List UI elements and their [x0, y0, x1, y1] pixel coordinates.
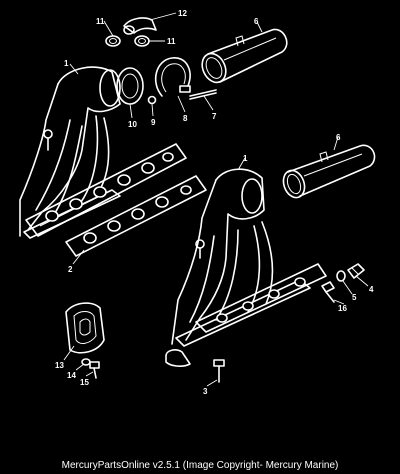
hose-elbow-part-12 — [123, 17, 157, 35]
callout-15: 15 — [80, 378, 89, 387]
exhaust-manifold-part-1-upper — [19, 66, 121, 239]
exhaust-manifold-part-1-lower — [165, 168, 327, 367]
callout-8: 8 — [183, 114, 188, 123]
callout-11-right: 11 — [167, 37, 176, 46]
leader-lines — [63, 12, 369, 387]
callout-13: 13 — [55, 361, 64, 370]
fitting-part-16 — [321, 281, 335, 303]
callout-3: 3 — [203, 387, 208, 396]
bolt-part-7 — [189, 89, 217, 100]
callout-6-lower: 6 — [336, 133, 341, 142]
gasket-ring-part-10 — [116, 67, 144, 105]
exhaust-tube-part-6-upper — [201, 28, 288, 84]
exploded-parts-diagram: 11 12 11 6 1 10 9 8 7 6 1 2 4 5 16 13 14… — [19, 9, 376, 396]
callout-6-upper: 6 — [254, 17, 259, 26]
callout-9: 9 — [151, 118, 156, 127]
cover-plate-part-13 — [65, 302, 105, 354]
plug-part-4 — [347, 263, 365, 279]
callout-1-upper: 1 — [64, 59, 69, 68]
flange-gasket-upper — [25, 143, 187, 237]
gasket-part-2 — [65, 175, 207, 257]
callout-14: 14 — [67, 371, 76, 380]
callout-16: 16 — [338, 304, 347, 313]
bolt-part-15 — [89, 361, 100, 379]
callout-2: 2 — [68, 265, 73, 274]
callout-1-lower: 1 — [243, 154, 248, 163]
bolt-part-3 — [213, 359, 225, 383]
hose-clamp-part-11 — [105, 35, 150, 47]
exhaust-tube-part-6-lower — [282, 144, 376, 199]
clamp-part-8 — [154, 57, 191, 97]
callout-5: 5 — [352, 293, 357, 302]
callout-4: 4 — [369, 285, 374, 294]
callout-7: 7 — [212, 112, 217, 121]
callout-11-top-left: 11 — [96, 17, 105, 26]
callout-10: 10 — [128, 120, 137, 129]
washer-part-5 — [336, 270, 346, 282]
copyright-footer: MercuryPartsOnline v2.5.1 (Image Copyrig… — [0, 458, 400, 474]
callout-12: 12 — [178, 9, 187, 18]
nut-part-9 — [147, 95, 157, 105]
